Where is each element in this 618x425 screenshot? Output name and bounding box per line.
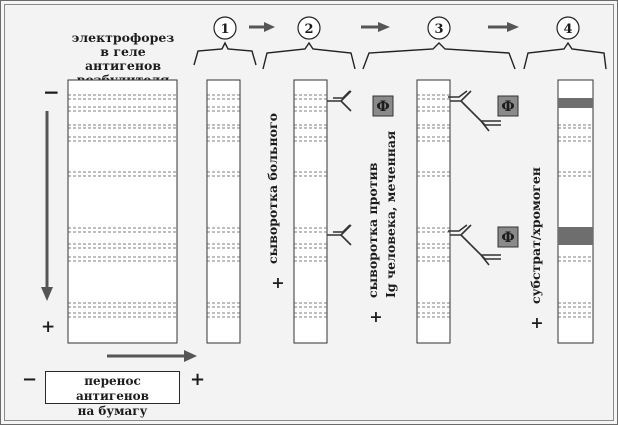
- colored-band-upper: [558, 98, 593, 108]
- gel-title-line-2: в геле: [100, 44, 146, 59]
- step-2-header: 2: [262, 16, 356, 70]
- transfer-plus-sign: +: [190, 369, 205, 390]
- anti-ig-plus: +: [369, 307, 382, 326]
- anti-ig-text-line-2: Ig человека, меченная: [383, 131, 398, 298]
- patient-serum-label: сыворотка больного +: [265, 113, 285, 292]
- step-4-number: 4: [563, 22, 572, 37]
- step-arrow-2-3-head: [378, 22, 390, 32]
- substrate-text: субстрат/хромоген: [528, 167, 543, 304]
- substrate-label: субстрат/хромоген +: [528, 167, 544, 332]
- free-enzyme-label: Ф: [372, 95, 394, 117]
- step-3-header: 3: [362, 16, 516, 70]
- strip-1: [206, 79, 241, 344]
- patient-antibody-lower: [327, 224, 352, 246]
- step-arrows: [249, 22, 519, 32]
- transfer-line-1: перенос антигенов: [75, 374, 149, 403]
- svg-text:Ф: Ф: [376, 99, 389, 115]
- step-4-header: 4: [523, 16, 607, 70]
- patient-antibody-upper: [327, 90, 352, 112]
- transfer-minus-sign: −: [22, 369, 37, 390]
- strip-4: [557, 79, 594, 344]
- step-arrow-1-2-head: [264, 22, 275, 32]
- step-1-header: 1: [193, 16, 257, 66]
- gel-slab: [67, 79, 178, 344]
- enzyme-label-lower: Ф: [497, 226, 519, 248]
- sandwich-complex-upper: [448, 90, 501, 132]
- strip-2: [293, 79, 352, 344]
- gel-plus-sign: +: [41, 317, 55, 337]
- transfer-line-2: на бумагу: [77, 404, 148, 418]
- anti-ig-label: сыворотка против Ig человека, меченная +: [365, 131, 398, 326]
- enzyme-label-upper: Ф: [497, 95, 519, 117]
- substrate-plus: +: [530, 313, 543, 332]
- patient-serum-text: сыворотка больного: [265, 113, 280, 264]
- transfer-arrow-head: [184, 350, 197, 362]
- step-arrow-3-4-head: [507, 22, 519, 32]
- anti-ig-text-line-1: сыворотка против: [365, 162, 380, 298]
- sandwich-complex-lower: [448, 224, 501, 266]
- step-4-brace: [523, 41, 607, 70]
- step-3-number: 3: [434, 22, 443, 37]
- step-2-brace: [262, 41, 356, 70]
- step-1-number: 1: [220, 22, 229, 37]
- gel-title-line-1: электрофорез: [71, 30, 175, 45]
- strip-3: Ф Ф: [416, 79, 519, 344]
- gel-title-line-3: антигенов: [84, 58, 162, 73]
- transfer-label-box: перенос антигенов на бумагу: [45, 371, 180, 418]
- gel-minus-sign: −: [43, 80, 60, 104]
- step-1-brace: [193, 41, 257, 66]
- colored-band-lower: [558, 227, 593, 245]
- step-2-number: 2: [304, 22, 313, 37]
- patient-serum-plus: +: [271, 273, 284, 292]
- svg-text:Ф: Ф: [501, 99, 514, 115]
- gel-title: электрофорез в геле антигенов возбудител…: [69, 31, 177, 87]
- step-3-brace: [362, 42, 516, 70]
- svg-text:Ф: Ф: [501, 230, 514, 246]
- migration-arrow-head: [41, 287, 53, 301]
